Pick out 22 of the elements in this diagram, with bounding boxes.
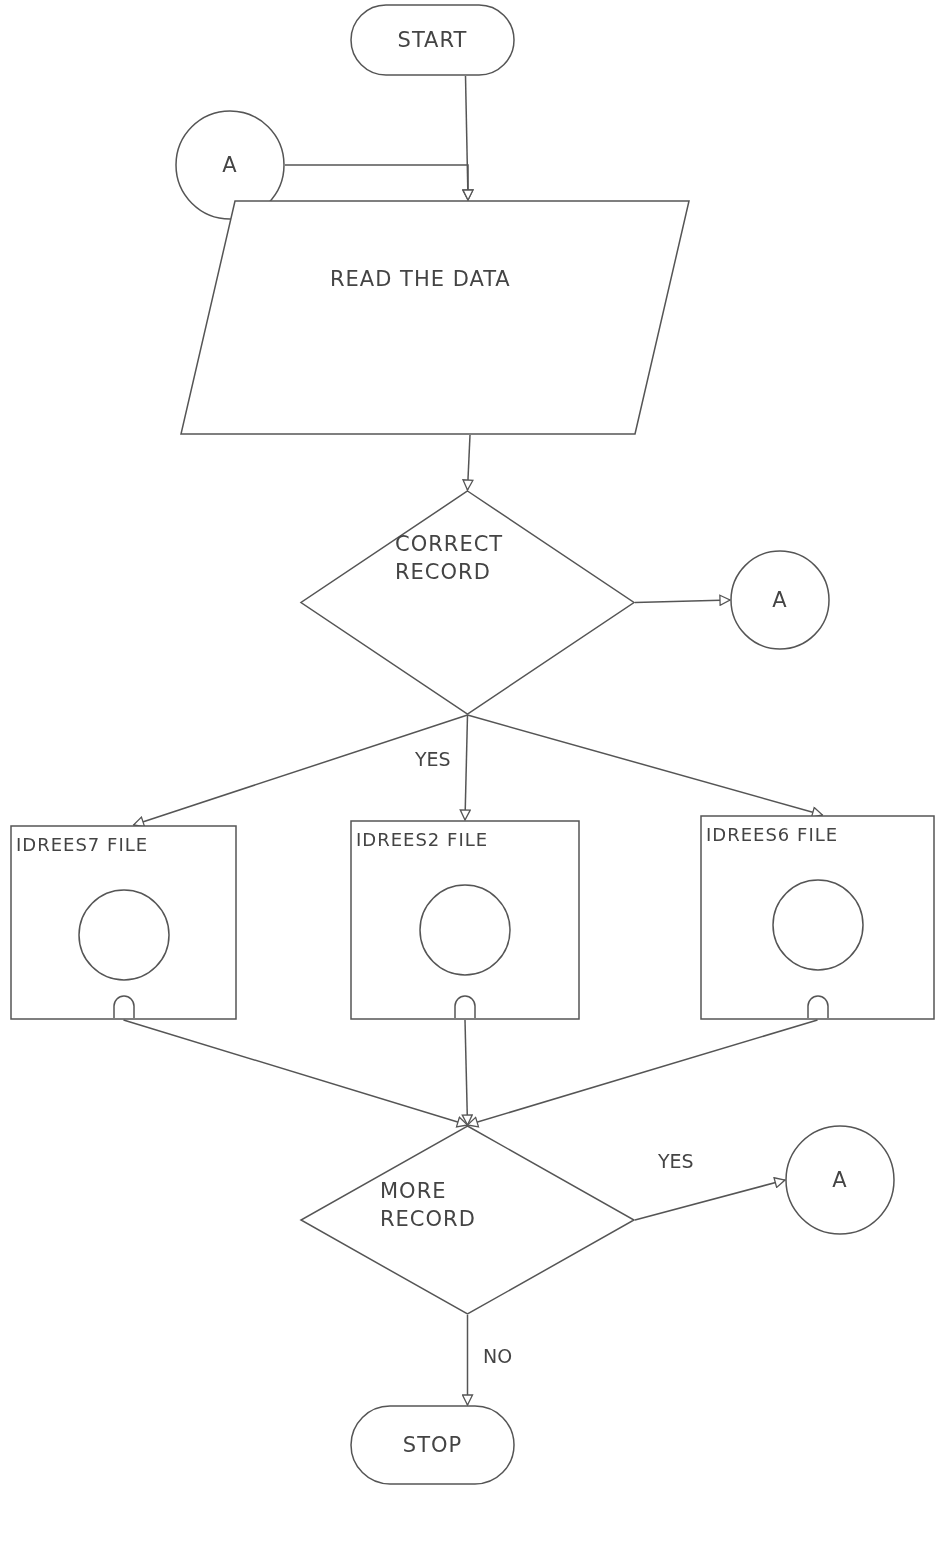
arrow [284, 164, 474, 201]
arrow [461, 1314, 474, 1406]
node-label: CORRECT RECORD [395, 531, 505, 587]
file-title: IDREES7 FILE [16, 833, 150, 857]
node-label: MORE RECORD [380, 1178, 477, 1234]
arrow [634, 1177, 786, 1221]
node-label: A [771, 587, 789, 614]
arrow [461, 1019, 473, 1126]
arrow [459, 714, 471, 821]
file-title: IDREES6 FILE [706, 823, 840, 847]
node-label: A [831, 1167, 849, 1194]
arrow [466, 1019, 819, 1128]
arrow [132, 714, 469, 828]
node-label: STOP [401, 1432, 464, 1459]
node-label: START [396, 27, 469, 54]
arrow [466, 714, 824, 818]
arrow [122, 1019, 469, 1128]
arrow [462, 434, 474, 491]
file-title: IDREES2 FILE [356, 828, 490, 852]
node-label: A [221, 152, 239, 179]
node-label: READ THE DATA [330, 266, 512, 293]
arrow [634, 594, 731, 606]
